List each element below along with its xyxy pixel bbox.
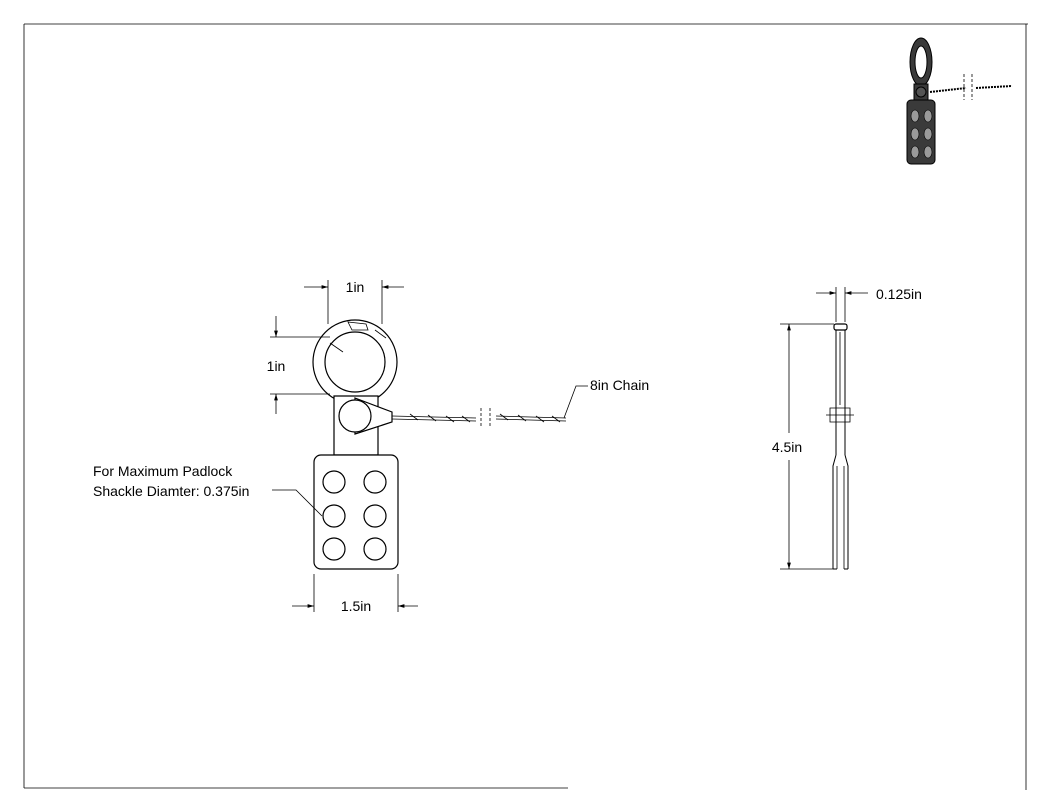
hasp-front-view (312, 319, 567, 570)
dim-thickness: 0.125in (816, 286, 922, 322)
sheet-frame (23, 23, 1028, 790)
hasp-side-view (826, 323, 854, 570)
chain (391, 408, 567, 428)
callout-padlock: For Maximum Padlock Shackle Diamter: 0.3… (93, 463, 323, 517)
hasp-3d-preview (906, 37, 1013, 165)
callout-label-padlock-1: For Maximum Padlock (93, 463, 233, 479)
dim-label-total-height: 4.5in (772, 439, 802, 455)
dim-label-thickness: 0.125in (876, 286, 922, 302)
dim-label-ring-height: 1in (267, 358, 286, 374)
dim-total-height: 4.5in (772, 323, 834, 570)
dim-ring-height: 1in (267, 316, 330, 414)
callout-chain: 8in Chain (563, 377, 649, 419)
dim-label-width-top: 1in (346, 279, 365, 295)
dim-label-bottom-width: 1.5in (341, 598, 371, 614)
hasp-pivot (338, 399, 372, 433)
dim-bottom-width: 1.5in (292, 574, 418, 614)
callout-label-chain: 8in Chain (590, 377, 649, 393)
hasp-ring-inner (324, 331, 386, 393)
dim-width-top: 1in (304, 279, 404, 324)
callout-label-padlock-2: Shackle Diamter: 0.375in (93, 483, 249, 499)
padlock-holes (322, 470, 387, 561)
